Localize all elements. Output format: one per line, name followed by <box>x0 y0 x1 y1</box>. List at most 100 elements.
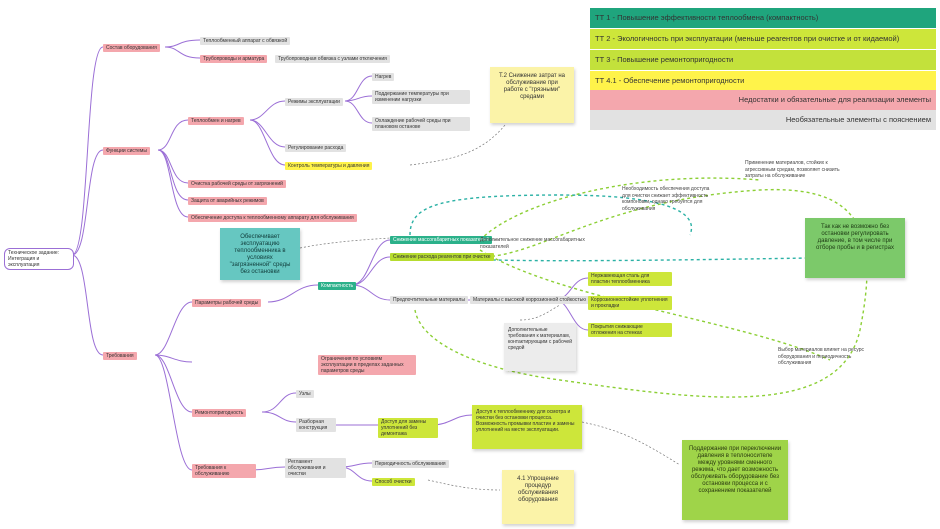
branch-c-lime-2-label: Коррозионностойкие уплотнения и прокладк… <box>591 297 668 309</box>
branch-b-leaf-3[interactable]: Охлаждение рабочей среды при плановом ос… <box>372 117 470 131</box>
legend-item-2-label: ТТ 2 - Экологичность при эксплуатации (м… <box>595 34 900 43</box>
branch-c-c1[interactable]: Параметры рабочей среды <box>192 299 262 307</box>
branch-b-leaf-2-label: Поддержание температуры при изменении на… <box>375 91 449 103</box>
legend-item-3-label: ТТ 3 - Повышение ремонтопригодности <box>595 55 734 64</box>
root-label: Техническое задание: Интеграция и эксплу… <box>8 250 60 268</box>
note-2: Необходимость обеспечения доступа для оч… <box>622 186 714 212</box>
legend-item-1: ТТ 1 - Повышение эффективности теплообме… <box>590 8 936 28</box>
branch-b-c2-label: Регулирование расхода <box>288 145 344 151</box>
branch-a-child-2-note-label: Трубопроводная обвязка с узлами отключен… <box>278 56 387 62</box>
branch-b-c1-label: Теплообмен и нагрев <box>191 118 241 124</box>
legend-item-6: Необязательные элементы с пояснением <box>590 110 936 130</box>
branch-c-c3-lime-label: Доступ для замены уплотнений без демонта… <box>381 419 427 437</box>
branch-c-c4-label: Требования к обслуживанию <box>195 465 230 477</box>
branch-b-leaf-1-label: Нагрев <box>375 74 392 80</box>
branch-b-c6-label: Обеспечение доступа к теплообменному апп… <box>191 215 354 221</box>
branch-c-c3-label: Ремонтопригодность <box>195 410 244 416</box>
legend-item-3: ТТ 3 - Повышение ремонтопригодности <box>590 50 936 70</box>
branch-c-c3-s1-label: Узлы <box>299 391 311 397</box>
branch-a-child-1-label: Теплообменный аппарат с обвязкой <box>203 38 288 44</box>
legend-item-1-label: ТТ 1 - Повышение эффективности теплообме… <box>595 13 819 22</box>
sticky-teal-1-text: Обеспечивает эксплуатацию теплообменника… <box>229 234 291 275</box>
branch-c-c2[interactable]: Ограничения по условиям эксплуатации в п… <box>318 355 416 375</box>
sticky-yellow-1-text: Т.2 Снижение затрат на обслуживание при … <box>499 73 565 100</box>
legend-item-4-label: ТТ 4.1 - Обеспечение ремонтопригодности <box>595 76 745 85</box>
legend-item-2: ТТ 2 - Экологичность при эксплуатации (м… <box>590 29 936 49</box>
note-4-text: Дополнительное снижение массогабаритных … <box>480 237 585 250</box>
branch-b-leaf-2[interactable]: Поддержание температуры при изменении на… <box>372 90 470 104</box>
branch-c-g2[interactable]: Снижение расхода реагентов при очистке <box>390 253 494 261</box>
note-4: Дополнительное снижение массогабаритных … <box>480 237 590 250</box>
branch-c-c1-label: Параметры рабочей среды <box>195 300 259 306</box>
branch-c-g3-note-label: Материалы с высокой коррозионной стойкос… <box>473 297 586 303</box>
branch-b-c2[interactable]: Регулирование расхода <box>285 144 347 152</box>
branch-a-child-2-label: Трубопроводы и арматура <box>203 56 265 62</box>
legend-item-5-label: Недостатки и обязательные для реализации… <box>738 95 931 104</box>
branch-a-label: Состав оборудования <box>106 45 157 51</box>
legend-item-5: Недостатки и обязательные для реализации… <box>590 90 936 110</box>
sticky-lime-box[interactable]: Доступ к теплообменнику для осмотра и оч… <box>472 405 582 449</box>
branch-c-lime-1-label: Нержавеющая сталь для пластин теплообмен… <box>591 273 650 285</box>
legend-item-6-label: Необязательные элементы с пояснением <box>785 115 931 124</box>
sticky-green-2[interactable]: Поддержание при переключении давления в … <box>682 440 788 520</box>
branch-c-g2-label: Снижение расхода реагентов при очистке <box>393 254 491 260</box>
branch-c-g3-note[interactable]: Материалы с высокой коррозионной стойкос… <box>470 296 589 304</box>
branch-b-c6[interactable]: Обеспечение доступа к теплообменному апп… <box>188 214 357 222</box>
sticky-teal-1[interactable]: Обеспечивает эксплуатацию теплообменника… <box>220 228 300 280</box>
branch-b-label: Функции системы <box>106 148 147 154</box>
branch-c-c4-s2-label: Способ очистки <box>375 479 412 485</box>
branch-b-c1[interactable]: Теплообмен и нагрев <box>188 117 244 125</box>
branch-b-c5[interactable]: Защита от аварийных режимов <box>188 197 267 205</box>
branch-c-c4-s2[interactable]: Способ очистки <box>372 478 415 486</box>
branch-c-g3-label: Предпочтительные материалы <box>393 297 465 303</box>
sticky-grey-box-text: Дополнительные требования к материалам, … <box>508 327 572 351</box>
branch-c-c4-s1[interactable]: Периодичность обслуживания <box>372 460 449 468</box>
branch-a-child-2-note[interactable]: Трубопроводная обвязка с узлами отключен… <box>275 55 390 63</box>
branch-c-c4-s1-label: Периодичность обслуживания <box>375 461 446 467</box>
branch-b-c5-label: Защита от аварийных режимов <box>191 198 264 204</box>
branch-c-c1-teal[interactable]: Компактность <box>318 282 357 290</box>
note-1-text: Применение материалов, стойких к агресси… <box>745 160 840 179</box>
note-1: Применение материалов, стойких к агресси… <box>745 160 840 180</box>
legend-item-4: ТТ 4.1 - Обеспечение ремонтопригодности <box>590 71 936 91</box>
branch-a-child-1[interactable]: Теплообменный аппарат с обвязкой <box>200 37 291 45</box>
branch-c-c4-mid-label: Регламент обслуживания и очистки <box>288 459 326 477</box>
note-3: Выбор материалов влияет на ресурс оборуд… <box>778 347 873 367</box>
branch-b-c3[interactable]: Контроль температуры и давления <box>285 162 373 170</box>
sticky-green-1[interactable]: Так как не возможно без остановки регули… <box>805 218 905 278</box>
branch-c-c2-label: Ограничения по условиям эксплуатации в п… <box>321 356 404 374</box>
branch-c-lime-2[interactable]: Коррозионностойкие уплотнения и прокладк… <box>588 296 672 310</box>
branch-b-leaf-1[interactable]: Нагрев <box>372 73 395 81</box>
sticky-yellow-2[interactable]: 4.1 Упрощение процедур обслуживания обор… <box>502 470 574 524</box>
sticky-lime-box-text: Доступ к теплообменнику для осмотра и оч… <box>476 409 575 433</box>
branch-c-c4[interactable]: Требования к обслуживанию <box>192 464 256 478</box>
branch-c-label: Требования <box>106 353 134 359</box>
branch-c-lime-3-label: Покрытия снижающие отложения на стенках <box>591 324 643 336</box>
branch-a[interactable]: Состав оборудования <box>103 44 160 52</box>
root-node[interactable]: Техническое задание: Интеграция и эксплу… <box>4 248 74 270</box>
branch-c-c3-s1[interactable]: Узлы <box>296 390 314 398</box>
sticky-grey-box[interactable]: Дополнительные требования к материалам, … <box>504 323 576 371</box>
branch-c-g1[interactable]: Снижение массогабаритных показателей <box>390 236 493 244</box>
branch-c-g1-label: Снижение массогабаритных показателей <box>393 237 490 243</box>
note-2-text: Необходимость обеспечения доступа для оч… <box>622 186 710 212</box>
branch-c-c4-mid[interactable]: Регламент обслуживания и очистки <box>285 458 346 478</box>
branch-b-c4[interactable]: Очистка рабочей среды от загрязнений <box>188 180 286 188</box>
branch-c-c1-teal-label: Компактность <box>321 283 354 289</box>
branch-b-c4-label: Очистка рабочей среды от загрязнений <box>191 181 283 187</box>
note-3-text: Выбор материалов влияет на ресурс оборуд… <box>778 347 864 366</box>
branch-c-c3-lime[interactable]: Доступ для замены уплотнений без демонта… <box>378 418 438 438</box>
branch-c-c3-s2[interactable]: Разборная конструкция <box>296 418 336 432</box>
sticky-yellow-1[interactable]: Т.2 Снижение затрат на обслуживание при … <box>490 67 574 123</box>
branch-b-c1-sub-label: Режимы эксплуатации <box>288 99 340 105</box>
branch-c[interactable]: Требования <box>103 352 137 360</box>
branch-c-c3[interactable]: Ремонтопригодность <box>192 409 247 417</box>
branch-c-g3[interactable]: Предпочтительные материалы <box>390 296 468 304</box>
branch-c-lime-1[interactable]: Нержавеющая сталь для пластин теплообмен… <box>588 272 672 286</box>
branch-b[interactable]: Функции системы <box>103 147 150 155</box>
branch-b-c1-sub[interactable]: Режимы эксплуатации <box>285 98 343 106</box>
sticky-green-1-text: Так как не возможно без остановки регули… <box>816 224 894 251</box>
branch-b-c3-label: Контроль температуры и давления <box>288 163 370 169</box>
branch-a-child-2[interactable]: Трубопроводы и арматура <box>200 55 268 63</box>
branch-c-lime-3[interactable]: Покрытия снижающие отложения на стенках <box>588 323 672 337</box>
